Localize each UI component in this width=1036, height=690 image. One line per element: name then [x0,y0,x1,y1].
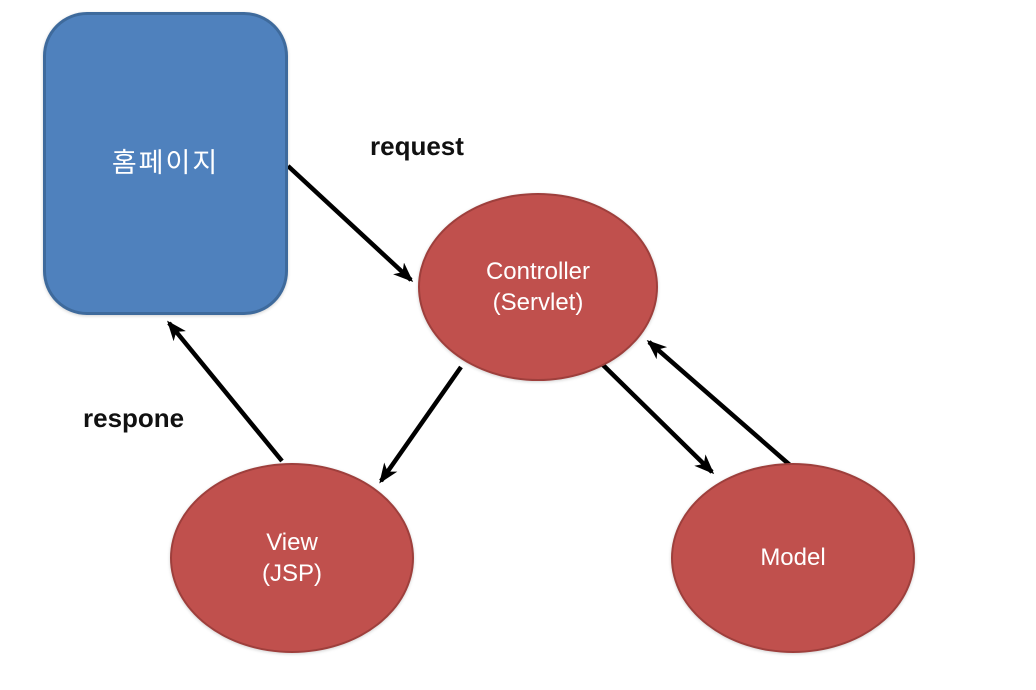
node-view-label-line2: (JSP) [262,560,322,587]
node-model: Model [671,463,915,653]
node-controller-label-line1: Controller [485,257,591,285]
node-view-label-line1: View [266,528,318,556]
node-controller-label-line2: (Servlet) [492,289,584,316]
arrow-model-to-controller [646,340,793,468]
node-controller: Controller (Servlet) [418,193,658,381]
arrow-request-homepage-to-controller [286,164,414,283]
edge-label-respone: respone [83,403,185,433]
node-view-label: View (JSP) [262,527,322,589]
node-model-label: Model [760,544,826,572]
arrow-respone-view-to-homepage [167,320,284,463]
node-homepage: 홈페이지 [43,12,288,315]
edge-label-request: request [370,131,464,161]
arrow-controller-to-view [379,365,463,484]
node-homepage-label: 홈페이지 [111,147,220,178]
node-controller-label: Controller (Servlet) [486,256,590,318]
arrow-controller-to-model [599,361,715,475]
node-view: View (JSP) [170,463,414,653]
